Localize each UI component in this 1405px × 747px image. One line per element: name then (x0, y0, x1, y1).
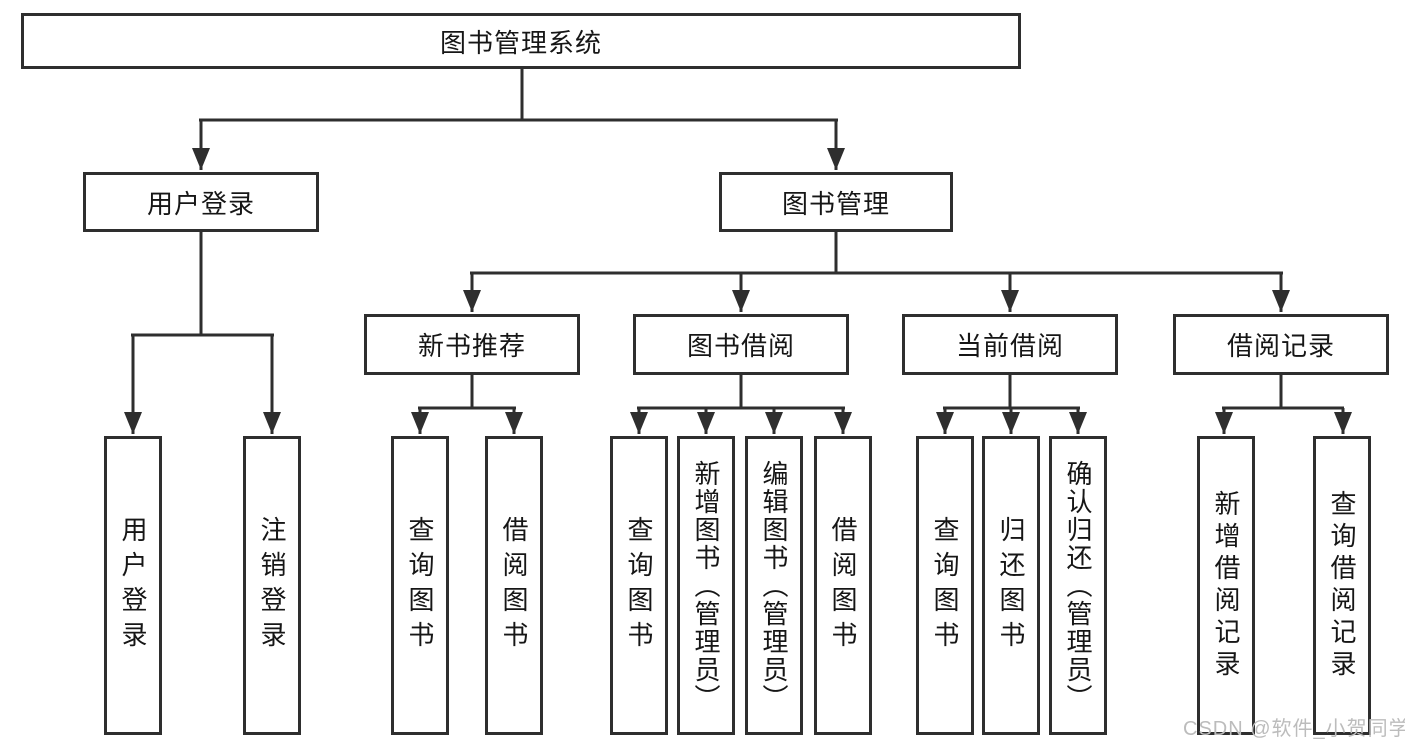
connector-root (192, 67, 845, 170)
node-new-book-recommend: 新书推荐 (364, 314, 580, 375)
node-label: 图书借阅 (686, 331, 795, 361)
leaf-label: 确认归还（管理员） (1063, 459, 1093, 712)
leaf-label: 查询图书 (930, 515, 960, 656)
leaf-label: 归还图书 (996, 515, 1026, 656)
leaf-label: 查询图书 (405, 515, 435, 656)
connector-current-borrow (936, 375, 1087, 434)
leaf-query-borrow-record: 查询借阅记录 (1313, 436, 1371, 735)
leaf-label: 借阅图书 (499, 515, 529, 656)
connector-book-management (463, 232, 1290, 312)
leaf-add-borrow-record: 新增借阅记录 (1197, 436, 1255, 735)
leaf-label: 新增图书（管理员） (691, 459, 721, 712)
leaf-confirm-return-admin: 确认归还（管理员） (1049, 436, 1107, 735)
node-label: 借阅记录 (1226, 331, 1335, 361)
leaf-add-book-admin: 新增图书（管理员） (677, 436, 735, 735)
leaf-query-books-newbook: 查询图书 (391, 436, 449, 735)
node-borrow-records: 借阅记录 (1173, 314, 1389, 375)
leaf-logout-login: 注销登录 (243, 436, 301, 735)
leaf-label: 新增借阅记录 (1211, 489, 1241, 682)
node-user-login: 用户登录 (83, 172, 319, 232)
node-label: 用户登录 (146, 188, 255, 219)
node-label: 当前借阅 (955, 331, 1064, 361)
leaf-query-books-current: 查询图书 (916, 436, 974, 735)
connector-borrow-records (1215, 375, 1352, 434)
leaf-borrow-books-newbook: 借阅图书 (485, 436, 543, 735)
connector-book-borrow (630, 375, 852, 434)
node-library-system: 图书管理系统 (21, 13, 1021, 69)
node-book-borrow: 图书借阅 (633, 314, 849, 375)
csdn-watermark: CSDN @软件_小贺同学 (1183, 718, 1405, 740)
node-label: 图书管理 (781, 188, 890, 219)
leaf-label: 编辑图书（管理员） (759, 459, 789, 712)
leaf-borrow-books-borrow: 借阅图书 (814, 436, 872, 735)
leaf-query-books-borrow: 查询图书 (610, 436, 668, 735)
leaf-label: 注销登录 (257, 515, 287, 656)
connector-user-login (124, 232, 281, 434)
leaf-label: 查询借阅记录 (1327, 489, 1357, 682)
leaf-edit-book-admin: 编辑图书（管理员） (745, 436, 803, 735)
leaf-return-books: 归还图书 (982, 436, 1040, 735)
node-label: 图书管理系统 (439, 27, 602, 58)
leaf-user-login: 用户登录 (104, 436, 162, 735)
leaf-label: 借阅图书 (828, 515, 858, 656)
connector-new-book (411, 375, 523, 434)
leaf-label: 用户登录 (118, 515, 148, 656)
node-book-management: 图书管理 (719, 172, 953, 232)
leaf-label: 查询图书 (624, 515, 654, 656)
node-current-borrow: 当前借阅 (902, 314, 1118, 375)
node-label: 新书推荐 (417, 331, 526, 361)
